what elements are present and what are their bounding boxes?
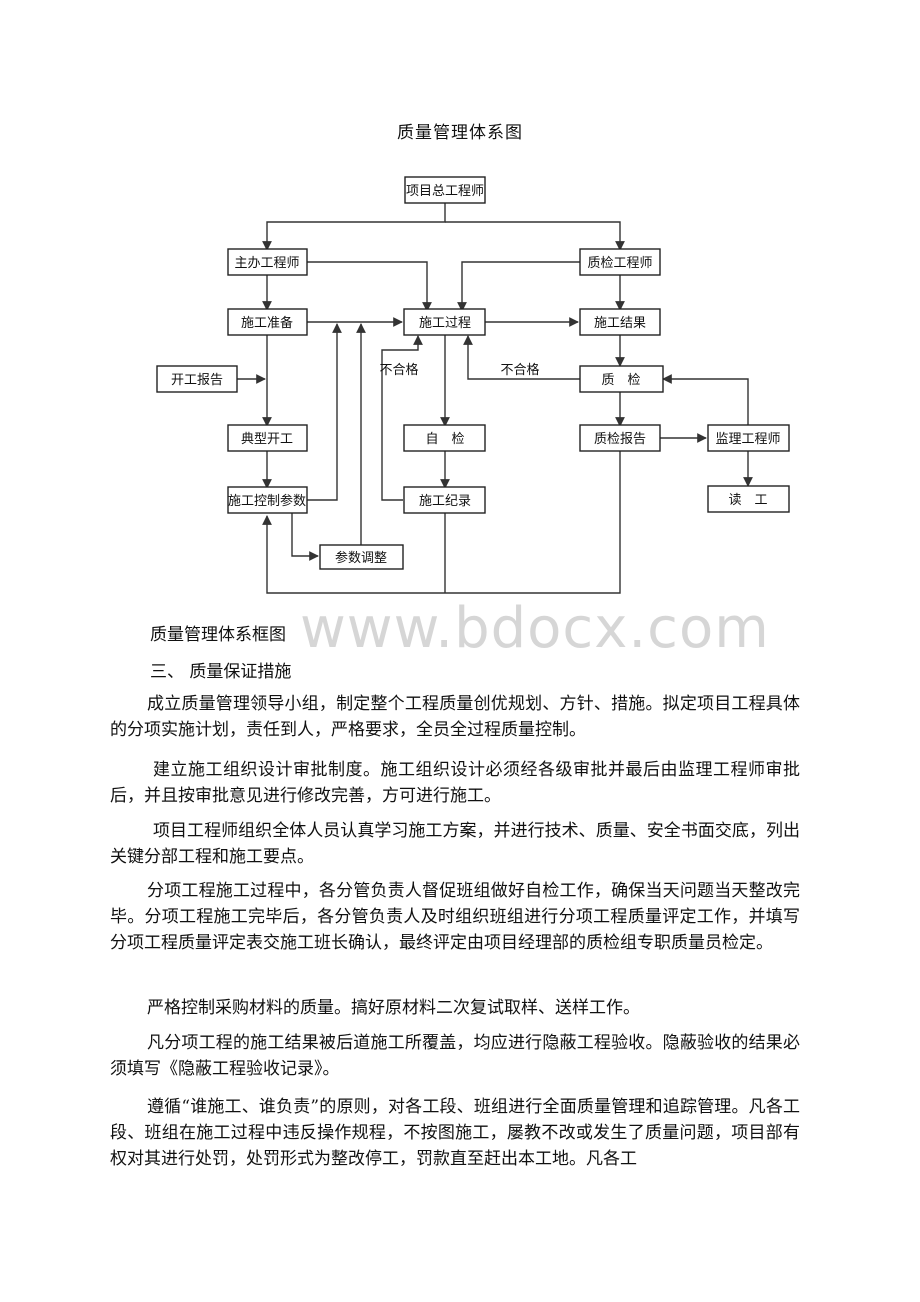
paragraph: 项目工程师组织全体人员认真学习施工方案，并进行技术、质量、安全书面交底，列出关键…: [110, 821, 800, 867]
svg-text:质检工程师: 质检工程师: [587, 256, 652, 271]
svg-text:施工结果: 施工结果: [594, 316, 646, 331]
paragraph: 凡分项工程的施工结果被后道施工所覆盖，均应进行隐蔽工程验收。隐蔽验收的结果必须填…: [110, 1033, 800, 1079]
paragraph: 严格控制采购材料的质量。搞好原材料二次复试取样、送样工作。: [147, 998, 640, 1018]
box-qc-report: 质检报告: [579, 424, 661, 452]
svg-text:质 检: 质 检: [601, 373, 640, 388]
box-chief-engineer: 项目总工程师: [404, 176, 486, 204]
label-unqualified-left: 不合格: [379, 362, 418, 378]
paragraph: 分项工程施工过程中，各分管负责人督促班组做好自检工作，确保当天问题当天整改完毕。…: [110, 881, 800, 953]
box-start-report: 开工报告: [156, 365, 238, 393]
connector-record-unqualified: [381, 335, 423, 501]
svg-text:质检报告: 质检报告: [594, 432, 646, 447]
svg-text:施工过程: 施工过程: [419, 316, 471, 331]
svg-text:施工控制参数: 施工控制参数: [228, 493, 306, 509]
svg-text:施工准备: 施工准备: [241, 315, 293, 331]
box-qc-engineer: 质检工程师: [579, 248, 661, 276]
svg-text:典型开工: 典型开工: [241, 432, 293, 447]
box-rework: 读 工: [707, 485, 790, 513]
paragraph: 成立质量管理领导小组，制定整个工程质量创优规划、方针、措施。拟定项目工程具体的分…: [110, 694, 800, 740]
box-self-check: 自 检: [403, 424, 486, 452]
connector-params-feedback: [307, 323, 342, 501]
connector-params-to-adjust: [291, 513, 319, 561]
box-process: 施工过程: [403, 308, 486, 336]
connector-main-to-process: [307, 261, 432, 312]
diagram-title: 质量管理体系图: [397, 123, 523, 143]
svg-text:施工纪录: 施工纪录: [419, 494, 471, 509]
svg-text:开工报告: 开工报告: [171, 373, 223, 388]
flow-connectors: [237, 203, 753, 594]
connector-qc-to-process: [457, 261, 580, 312]
section-heading: 三、 质量保证措施: [150, 662, 292, 682]
box-supervisor: 监理工程师: [707, 424, 790, 452]
paragraph: 遵循“谁施工、谁负责”的原则，对各工段、班组进行全面质量管理和追踪管理。凡各工段…: [110, 1097, 800, 1169]
svg-text:主办工程师: 主办工程师: [234, 256, 299, 271]
svg-text:监理工程师: 监理工程师: [715, 432, 780, 447]
box-construction-record: 施工纪录: [403, 486, 486, 514]
svg-text:读 工: 读 工: [728, 493, 767, 508]
paragraph: 建立施工组织设计审批制度。施工组织设计必须经各级审批并最后由监理工程师审批后，并…: [110, 760, 800, 806]
connector-supervisor-to-inspection: [662, 374, 749, 426]
box-result: 施工结果: [579, 308, 661, 336]
box-control-params: 施工控制参数: [227, 486, 308, 514]
watermark: www.bdocx.com: [300, 596, 770, 661]
box-prep: 施工准备: [227, 308, 308, 336]
box-typical-start: 典型开工: [227, 424, 308, 452]
connector-chief-to-qc: [445, 221, 625, 251]
box-inspection: 质 检: [579, 365, 664, 393]
label-unqualified-right: 不合格: [500, 362, 539, 378]
box-param-adjust: 参数调整: [319, 544, 404, 570]
connector-inspection-unqualified: [463, 335, 580, 380]
connector-bottom-loop: [262, 451, 621, 594]
connector-chief-to-main: [262, 203, 446, 251]
svg-text:自 检: 自 检: [425, 432, 464, 447]
svg-text:参数调整: 参数调整: [335, 550, 387, 566]
figure-caption: 质量管理体系框图: [150, 625, 286, 645]
quality-management-flowchart: 项目总工程师 主办工程师 质检工程师 施工准备 施工过程 施工结果 开工报告: [156, 176, 790, 594]
svg-text:项目总工程师: 项目总工程师: [406, 184, 484, 199]
box-main-engineer: 主办工程师: [227, 248, 308, 276]
